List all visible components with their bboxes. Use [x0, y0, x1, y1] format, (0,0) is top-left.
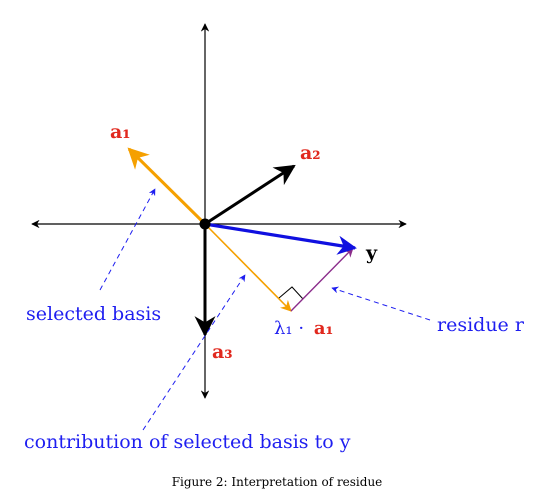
- annotation-arrow-contribution: [142, 274, 246, 431]
- annotation-arrow-residue: [331, 286, 431, 321]
- residue-vector: [290, 247, 354, 312]
- label-basis-a3: a₃: [212, 341, 233, 363]
- origin-dot: [199, 218, 211, 230]
- annotation-arrow-selected-basis: [99, 188, 156, 291]
- label-basis-a1: a₁: [110, 121, 131, 143]
- label-projection-prefix: λ₁ ·: [274, 318, 304, 339]
- figure-caption: Figure 2: Interpretation of residue: [172, 475, 383, 489]
- label-projection-vector: a₁: [314, 318, 334, 339]
- annotation-residue: residue r: [437, 314, 525, 336]
- label-y: y: [365, 242, 378, 264]
- label-projection: λ₁ · a₁: [274, 318, 333, 339]
- label-basis-a2: a₂: [300, 142, 321, 164]
- y-vector: [204, 222, 357, 255]
- basis-vector-a1: [127, 147, 207, 226]
- annotation-selected-basis: selected basis: [26, 303, 161, 325]
- projection-line: [204, 223, 292, 312]
- basis-vector-a2: [204, 164, 296, 226]
- right-angle-marker: [278, 286, 304, 300]
- annotation-contribution: contribution of selected basis to y: [24, 431, 351, 453]
